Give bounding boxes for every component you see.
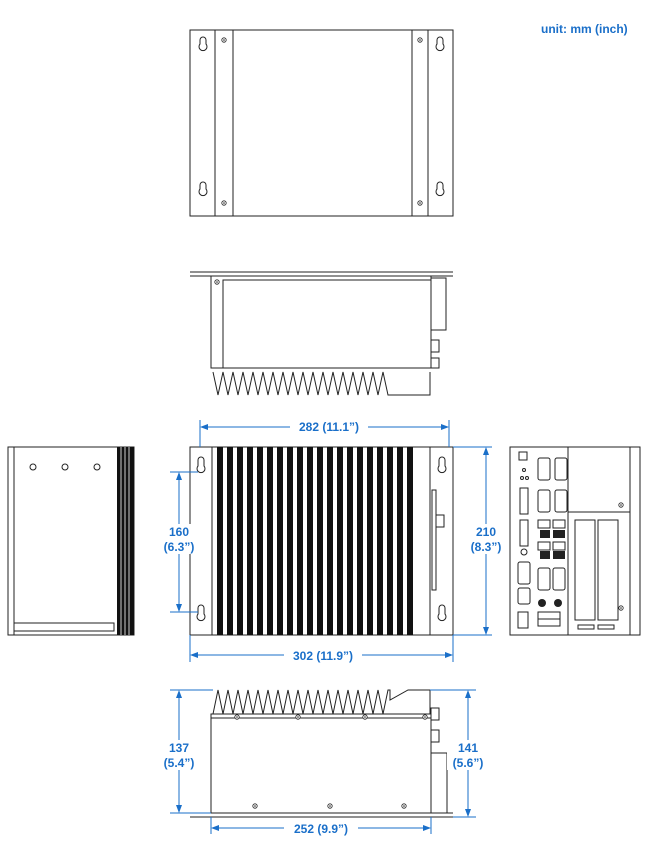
heatsink-fins-lower — [212, 689, 431, 715]
dimension-141: 141 (5.6”) — [430, 689, 489, 818]
heatsink-fins-front — [217, 447, 413, 635]
front-view — [189, 446, 454, 636]
dim-210-in: (8.3”) — [471, 540, 502, 554]
dim-141-in: (5.6”) — [453, 756, 484, 770]
dimension-160: 160 (6.3”) — [158, 471, 200, 613]
dimension-252: 252 (9.9”) — [210, 817, 432, 836]
dim-141-mm: 141 — [458, 741, 478, 755]
side-view-lower — [190, 689, 453, 818]
dim-160-mm: 160 — [169, 525, 189, 539]
dimension-137: 137 (5.4”) — [158, 689, 213, 814]
dim-302-label: 302 (11.9”) — [293, 649, 353, 663]
top-view — [189, 29, 454, 217]
dim-282-label: 282 (11.1”) — [299, 420, 359, 434]
unit-label: unit: mm (inch) — [541, 22, 628, 36]
dim-252-label: 252 (9.9”) — [294, 822, 348, 836]
dimension-210: 210 (8.3”) — [453, 446, 507, 636]
left-side-view — [7, 446, 135, 636]
dim-137-in: (5.4”) — [164, 756, 195, 770]
dim-210-mm: 210 — [476, 525, 496, 539]
dim-137-mm: 137 — [169, 741, 189, 755]
dim-160-in: (6.3”) — [164, 540, 195, 554]
rear-io-view — [509, 446, 641, 636]
side-view-upper — [190, 271, 453, 396]
dimension-282: 282 (11.1”) — [199, 419, 450, 447]
dimension-302: 302 (11.9”) — [189, 635, 454, 663]
heatsink-fins-upper — [212, 371, 431, 396]
